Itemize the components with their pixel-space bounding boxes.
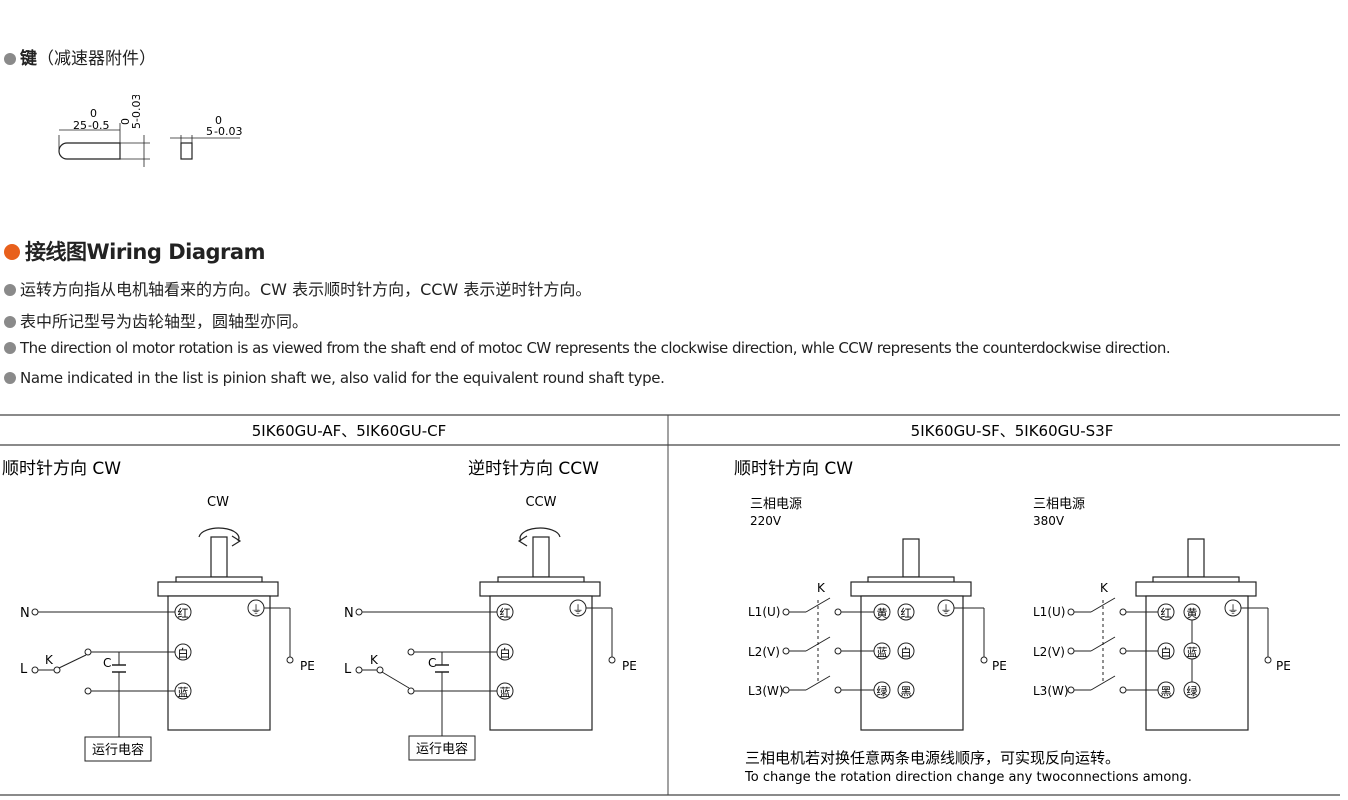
svg-text:红: 红: [500, 607, 511, 620]
svg-text:运行电容: 运行电容: [416, 741, 468, 757]
length-tol: -0.5: [88, 119, 109, 132]
length-dim: 25: [73, 119, 87, 132]
svg-text:红: 红: [1161, 607, 1172, 620]
wiring-title-en: Wiring Diagram: [86, 240, 266, 264]
right-header: 5IK60GU-SF、5IK60GU-S3F: [911, 422, 1114, 440]
svg-text:L3(W): L3(W): [748, 684, 784, 698]
run-capacitor-box: 运行电容: [92, 742, 144, 758]
height-dim: 5: [130, 122, 143, 129]
svg-text:⏚: ⏚: [251, 603, 262, 616]
bullet-dot: [4, 342, 16, 354]
wiring-title: 接线图Wiring Diagram: [4, 236, 265, 266]
note-1: 运转方向指从电机轴看来的方向。CW 表示顺时针方向，CCW 表示逆时针方向。: [4, 276, 591, 300]
footer-note-cn: 三相电机若对换任意两条电源线顺序，可实现反向运转。: [745, 749, 1120, 767]
key-title-bold: 键: [20, 49, 37, 69]
svg-text:红: 红: [178, 607, 189, 620]
svg-text:三相电源: 三相电源: [750, 497, 802, 512]
svg-text:红: 红: [901, 607, 912, 620]
svg-text:黑: 黑: [1161, 685, 1172, 698]
svg-text:N: N: [20, 606, 30, 621]
svg-text:绿: 绿: [1187, 684, 1198, 698]
ccw-direction-label: 逆时针方向 CCW: [468, 459, 599, 479]
width-tol-top: 0: [215, 114, 222, 127]
svg-text:蓝: 蓝: [500, 686, 511, 699]
bullet-dot: [4, 372, 16, 384]
svg-text:三相电源: 三相电源: [1033, 497, 1085, 512]
svg-text:蓝: 蓝: [877, 646, 888, 659]
svg-text:C: C: [103, 656, 111, 670]
svg-text:L: L: [20, 662, 28, 677]
three-phase-220v-diagram: 三相电源 220V 黄 红 蓝 白 绿 黑 ⏚ L1(U) L2(V) L3(W…: [748, 497, 1007, 731]
svg-text:CCW: CCW: [525, 495, 556, 510]
svg-text:白: 白: [178, 646, 189, 660]
svg-text:黄: 黄: [1187, 606, 1198, 620]
cw-direction-label: 顺时针方向 CW: [2, 459, 121, 479]
width-dim: 5: [206, 125, 213, 138]
note-2: 表中所记型号为齿轮轴型，圆轴型亦同。: [4, 308, 308, 332]
svg-text:PE: PE: [1276, 659, 1291, 673]
svg-text:白: 白: [901, 645, 912, 659]
svg-text:K: K: [817, 581, 826, 595]
svg-text:380V: 380V: [1033, 514, 1065, 528]
svg-text:PE: PE: [300, 659, 315, 673]
long-key-outline: [58, 142, 121, 160]
motor-shaft: [210, 536, 228, 578]
svg-text:白: 白: [500, 646, 511, 660]
length-tol-top: 0: [90, 107, 97, 120]
key-cross-section: [180, 142, 193, 160]
svg-text:⏚: ⏚: [941, 603, 952, 616]
svg-text:N: N: [344, 606, 354, 621]
svg-text:220V: 220V: [750, 514, 782, 528]
svg-text:黄: 黄: [877, 606, 888, 620]
wiring-title-cn: 接线图: [25, 240, 87, 264]
svg-text:PE: PE: [992, 659, 1007, 673]
note-4: Name indicated in the list is pinion sha…: [4, 369, 665, 387]
svg-text:蓝: 蓝: [178, 686, 189, 699]
ccw-motor-diagram: CCW 红 白 蓝 ⏚ N L K C 运行电容: [344, 495, 637, 761]
cw-motor-diagram: CW 红 白 蓝 ⏚ N L K C 运行电容: [20, 495, 315, 762]
svg-text:L1(U): L1(U): [748, 605, 780, 619]
width-tol: -0.03: [214, 125, 242, 138]
rotation-arrow-cw: [198, 527, 240, 542]
bullet-dot: [4, 284, 16, 296]
rotation-arrow-ccw: [519, 527, 561, 542]
svg-text:白: 白: [1161, 645, 1172, 659]
svg-text:⏚: ⏚: [1228, 603, 1239, 616]
svg-text:K: K: [370, 653, 379, 667]
left-header: 5IK60GU-AF、5IK60GU-CF: [252, 422, 446, 440]
svg-text:蓝: 蓝: [1187, 646, 1198, 659]
svg-text:PE: PE: [622, 659, 637, 673]
svg-text:L2(V): L2(V): [748, 645, 780, 659]
footer-note-en: To change the rotation direction change …: [744, 770, 1192, 785]
svg-text:L: L: [344, 662, 352, 677]
svg-text:L3(W): L3(W): [1033, 684, 1069, 698]
note-3: The direction ol motor rotation is as vi…: [4, 339, 1171, 357]
svg-text:CW: CW: [207, 495, 229, 510]
svg-text:L2(V): L2(V): [1033, 645, 1065, 659]
svg-text:绿: 绿: [877, 684, 888, 698]
svg-text:⏚: ⏚: [573, 603, 584, 616]
wiring-table: 5IK60GU-AF、5IK60GU-CF 5IK60GU-SF、5IK60GU…: [0, 414, 1340, 796]
bullet-dot: [4, 53, 16, 65]
key-title-rest: （减速器附件）: [37, 49, 156, 69]
key-dimension-drawing: 25 -0.5 0 5 -0.03 0 5 -0.03 0: [58, 95, 242, 167]
svg-text:K: K: [45, 653, 54, 667]
height-tol: -0.03: [130, 95, 143, 122]
svg-text:黑: 黑: [901, 685, 912, 698]
key-section-title: 键（减速器附件）: [4, 44, 156, 69]
right-cw-direction-label: 顺时针方向 CW: [734, 459, 853, 479]
svg-text:C: C: [428, 656, 436, 670]
bullet-dot: [4, 316, 16, 328]
height-tol-top: 0: [119, 118, 132, 125]
orange-bullet-dot: [4, 244, 20, 260]
svg-text:K: K: [1100, 581, 1109, 595]
three-phase-380v-diagram: 三相电源 380V 红 黄 白 蓝 黑 绿 ⏚ L1(U) L2(V) L3(W…: [1033, 497, 1291, 731]
svg-text:L1(U): L1(U): [1033, 605, 1065, 619]
